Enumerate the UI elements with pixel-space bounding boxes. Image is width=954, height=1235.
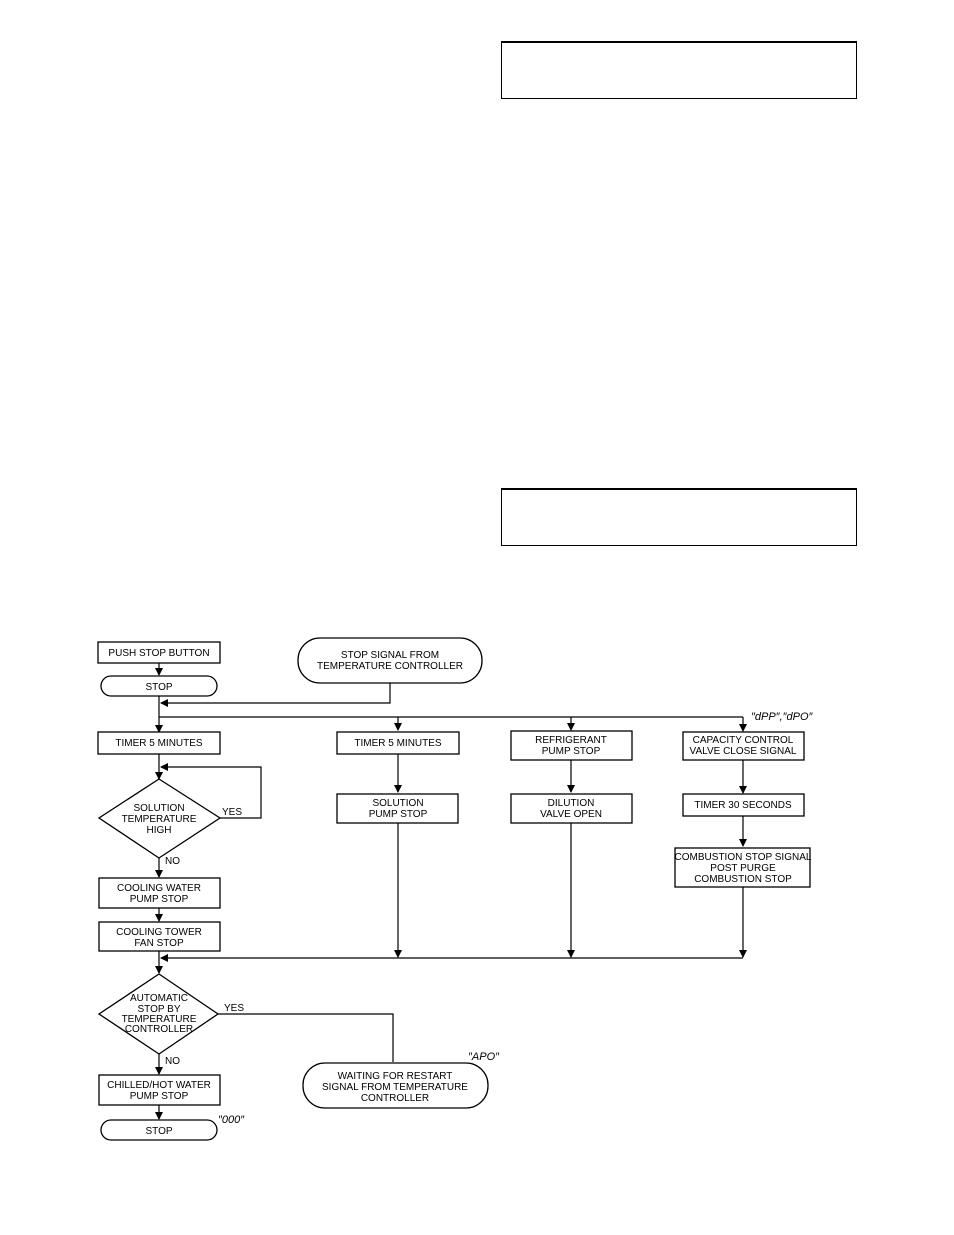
label-line: AUTOMATIC: [130, 993, 188, 1004]
node-dilution-valve: DILUTION VALVE OPEN: [510, 793, 633, 824]
label-line: COMBUSTION STOP: [694, 874, 792, 885]
label-line: STOP SIGNAL FROM: [341, 650, 439, 661]
decision-automatic-stop: AUTOMATIC STOP BY TEMPERATURE CONTROLLER: [97, 973, 220, 1055]
label-line: PUMP STOP: [130, 894, 189, 905]
label-line: VALVE CLOSE SIGNAL: [690, 746, 797, 757]
node-waiting-restart: WAITING FOR RESTART SIGNAL FROM TEMPERAT…: [302, 1062, 489, 1109]
node-solution-pump-stop: SOLUTION PUMP STOP: [336, 793, 459, 824]
connector: [218, 1013, 394, 1062]
branch-no-auto: NO: [165, 1056, 180, 1067]
node-stop-signal: STOP SIGNAL FROM TEMPERATURE CONTROLLER: [297, 637, 483, 684]
label-line: COOLING TOWER: [116, 927, 202, 938]
code-stop: ″000″: [218, 1114, 245, 1126]
label-line: VALVE OPEN: [540, 809, 602, 820]
label-line: PUMP STOP: [542, 746, 601, 757]
label-line: SIGNAL FROM TEMPERATURE: [322, 1082, 468, 1093]
node-push-stop: PUSH STOP BUTTON: [97, 641, 221, 664]
label-line: STOP: [145, 1126, 172, 1137]
code-apo: ″APO″: [468, 1051, 500, 1063]
branch-yes-solution: YES: [222, 807, 242, 818]
label-line: DILUTION: [548, 798, 595, 809]
label-line: SOLUTION: [372, 798, 423, 809]
node-stop-2: STOP: [100, 1119, 218, 1141]
label-line: HIGH: [147, 825, 172, 836]
label-line: PUMP STOP: [369, 809, 428, 820]
label-line: TIMER 5 MINUTES: [115, 738, 203, 749]
label-line: POST PURGE: [710, 863, 776, 874]
node-combustion-stop: COMBUSTION STOP SIGNAL POST PURGE COMBUS…: [674, 847, 812, 888]
connector: [160, 763, 262, 819]
label-line: COOLING WATER: [117, 883, 201, 894]
node-timer-30: TIMER 30 SECONDS: [682, 793, 805, 817]
label-line: FAN STOP: [134, 938, 184, 949]
connector: [160, 683, 391, 707]
node-capacity-valve: CAPACITY CONTROL VALVE CLOSE SIGNAL: [682, 731, 805, 761]
label-line: TIMER 30 SECONDS: [694, 800, 792, 811]
branch-yes-auto: YES: [224, 1003, 244, 1014]
top-note-box: [501, 41, 857, 99]
node-cooling-water-pump: COOLING WATER PUMP STOP: [98, 877, 221, 909]
node-refrigerant-pump: REFRIGERANT PUMP STOP: [510, 730, 633, 761]
label-line: WAITING FOR RESTART: [338, 1071, 453, 1082]
node-stop-1: STOP: [100, 675, 218, 697]
label-line: SOLUTION: [133, 803, 184, 814]
label-line: STOP: [145, 682, 172, 693]
label-line: TEMPERATURE: [122, 1014, 197, 1025]
label-line: REFRIGERANT: [535, 735, 607, 746]
node-timer-5-b: TIMER 5 MINUTES: [336, 731, 460, 755]
label-line: CHILLED/HOT WATER: [107, 1080, 211, 1091]
label-line: TIMER 5 MINUTES: [354, 738, 442, 749]
node-chilled-hot-pump: CHILLED/HOT WATER PUMP STOP: [98, 1074, 221, 1106]
label-line: COMBUSTION STOP SIGNAL: [675, 852, 812, 863]
label-line: PUMP STOP: [130, 1091, 189, 1102]
code-dpp-dpo: ″dPP″,″dPO″: [751, 711, 814, 723]
node-cooling-tower-fan: COOLING TOWER FAN STOP: [98, 921, 221, 952]
decision-solution-temperature: SOLUTION TEMPERATURE HIGH: [97, 778, 222, 859]
label-line: TEMPERATURE CONTROLLER: [317, 661, 463, 672]
connectors: [155, 663, 747, 1120]
middle-note-box: [501, 488, 857, 546]
label-line: STOP BY: [138, 1004, 181, 1015]
branch-no-solution: NO: [165, 856, 180, 867]
node-timer-5-a: TIMER 5 MINUTES: [97, 731, 221, 755]
label-line: CONTROLLER: [125, 1024, 193, 1035]
label-line: CONTROLLER: [361, 1093, 429, 1104]
label-line: PUSH STOP BUTTON: [108, 648, 209, 659]
label-line: CAPACITY CONTROL: [693, 735, 794, 746]
label-line: TEMPERATURE: [122, 814, 197, 825]
